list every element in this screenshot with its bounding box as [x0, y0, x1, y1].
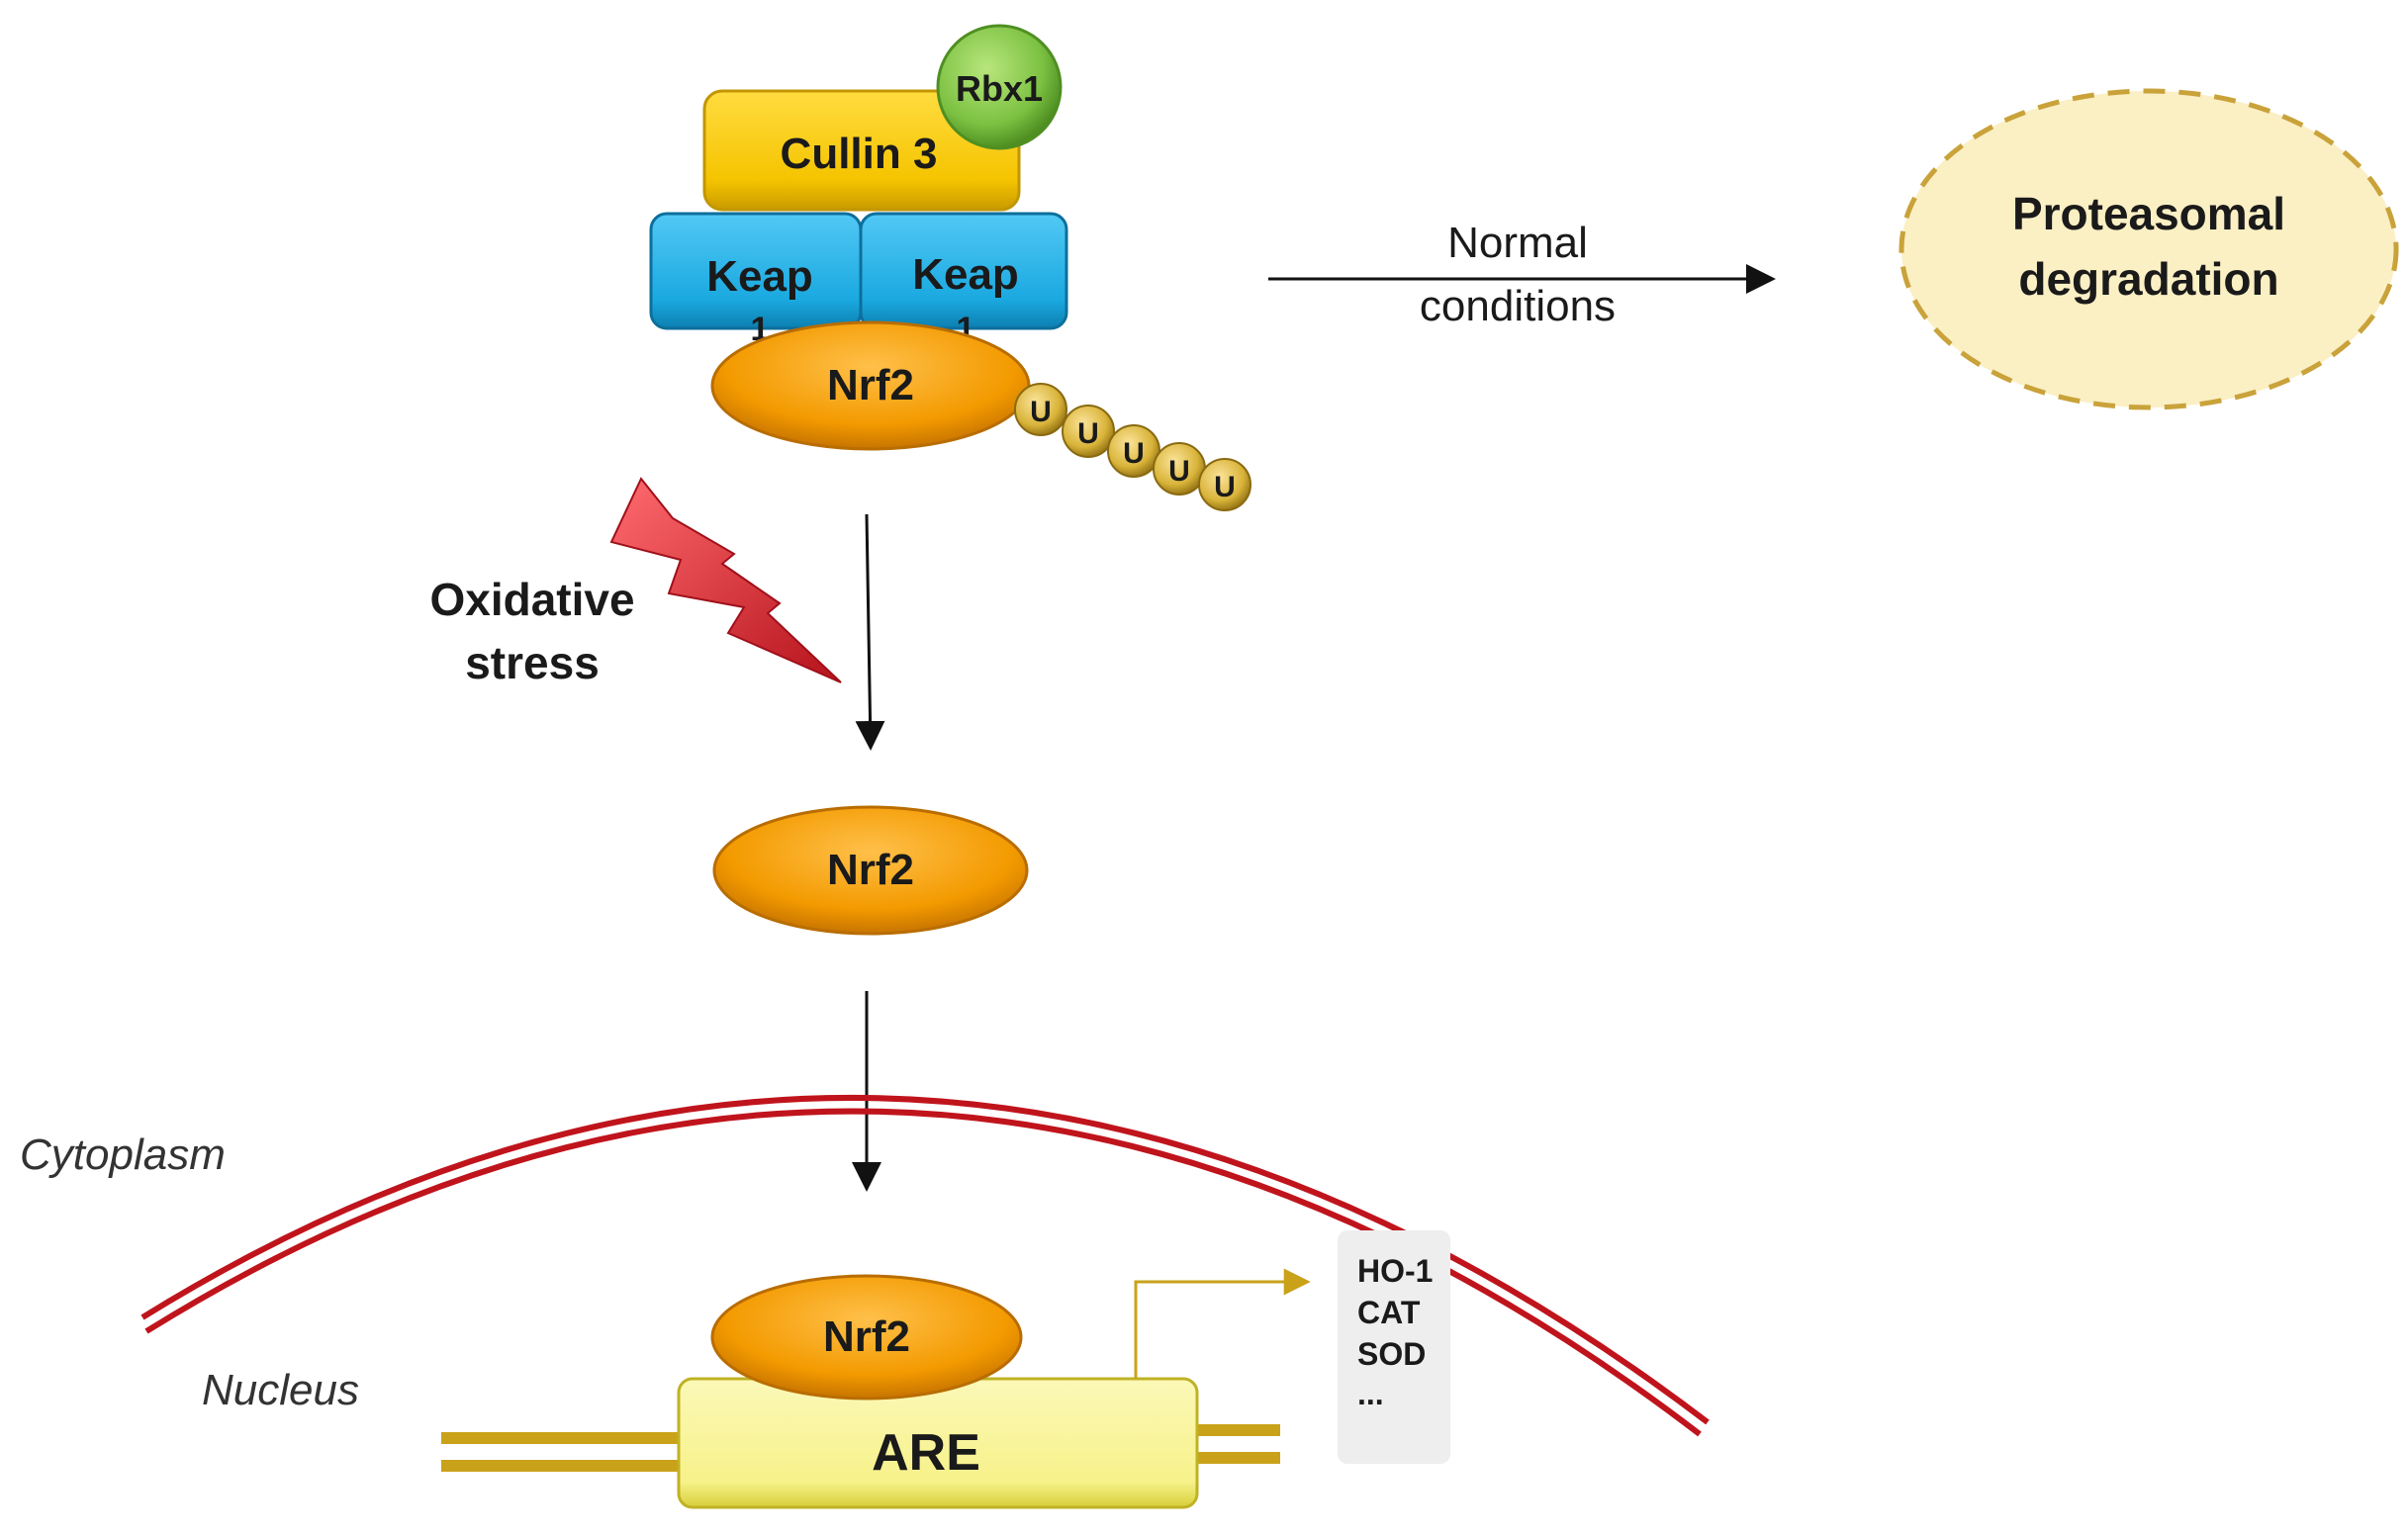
ubiquitin-label: U [1214, 471, 1236, 503]
gene-label: SOD [1357, 1336, 1426, 1372]
ubiquitin-chain: U U U U U [1014, 383, 1251, 511]
normal-conditions-line2: conditions [1420, 282, 1616, 330]
nrf2-middle-label: Nrf2 [827, 846, 914, 894]
release-arrow [855, 513, 885, 751]
proteasomal-line1: Proteasomal [2012, 188, 2285, 239]
proteasomal-degradation-ellipse: Proteasomal degradation [1899, 88, 2399, 410]
ubiquitin-label: U [1030, 396, 1052, 428]
cullin3-label: Cullin 3 [781, 130, 938, 178]
transcription-arrow [1134, 1268, 1311, 1379]
cytoplasm-label: Cytoplasm [20, 1130, 226, 1179]
rbx1-label: Rbx1 [956, 68, 1043, 109]
nrf2-bottom-ellipse: Nrf2 [710, 1274, 1023, 1401]
oxidative-stress-line1: Oxidative [429, 574, 634, 625]
keap-left-label: Keap [706, 252, 813, 301]
target-genes-box: HO-1 CAT SOD ... [1338, 1230, 1450, 1464]
nrf2-middle-ellipse: Nrf2 [712, 805, 1029, 936]
ubiquitin-label: U [1168, 455, 1190, 488]
proteasomal-line2: degradation [2018, 253, 2278, 305]
gene-label: ... [1357, 1376, 1384, 1411]
normal-conditions-line1: Normal [1447, 219, 1588, 267]
gene-label: HO-1 [1357, 1253, 1433, 1289]
rbx1-circle: Rbx1 [936, 24, 1063, 150]
nrf2-top-label: Nrf2 [827, 361, 914, 409]
ubiquitin-label: U [1077, 417, 1099, 450]
ubiquitin-label: U [1123, 437, 1145, 470]
are-label: ARE [872, 1424, 980, 1482]
oxidative-stress-line2: stress [465, 637, 600, 688]
are-box: ARE [677, 1377, 1199, 1509]
gene-label: CAT [1357, 1295, 1421, 1330]
keap-right-label: Keap [912, 250, 1019, 299]
lightning-bolt-icon [609, 477, 842, 683]
keap1-right-block: Keap 1 [859, 212, 1068, 348]
nucleus-label: Nucleus [202, 1366, 359, 1414]
nuclear-membrane [140, 1095, 1710, 1437]
dna-strands [441, 1424, 1280, 1472]
normal-conditions-arrow: Normal conditions [1268, 219, 1776, 330]
nrf2-bottom-label: Nrf2 [823, 1312, 910, 1361]
cul3-keap1-complex: Cullin 3 Rbx1 Keap 1 Keap 1 Nrf2 U [649, 24, 1251, 511]
cullin3-block: Cullin 3 [702, 89, 1021, 212]
nrf2-top-ellipse: Nrf2 [710, 320, 1031, 451]
